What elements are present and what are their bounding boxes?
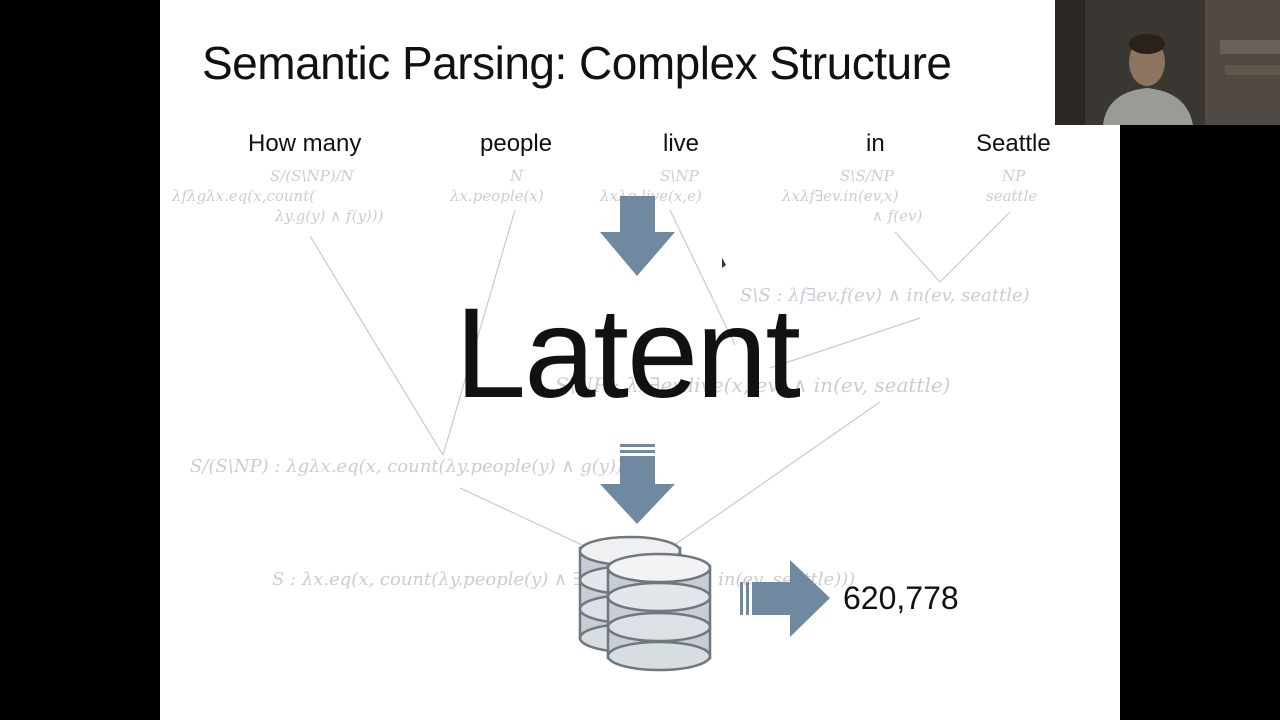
word-in: in [866, 130, 885, 157]
lexicon-seattle-semantics: seattle [986, 187, 1038, 205]
tree-line [894, 231, 941, 283]
database-icon [578, 535, 712, 672]
word-live: live [663, 130, 700, 157]
lexicon-in-semantics-cont: ∧ f(ev) [872, 207, 923, 225]
lexicon-how-many-category: S/(S\NP)/N [270, 167, 354, 185]
derivation-step-3: S/(S\NP) : λgλx.eq(x, count(λy.people(y)… [190, 456, 631, 477]
webcam-overlay [1055, 0, 1280, 125]
webcam-image [1055, 0, 1280, 125]
down-arrow-icon [600, 196, 675, 276]
derivation-step-1: S\S : λf∃ev.f(ev) ∧ in(ev, seattle) [740, 285, 1030, 306]
derivation-step-2: S\NP : λx∃ev.live(x, ev) ∧ in(ev, seattl… [555, 373, 951, 397]
slide-title: Semantic Parsing: Complex Structure [202, 37, 952, 89]
lexicon-seattle-category: NP [1002, 167, 1026, 185]
mouse-cursor-icon [722, 258, 726, 268]
slide: Semantic Parsing: Complex Structure How … [160, 0, 1120, 720]
down-arrow-icon [600, 444, 675, 524]
lexicon-people-category: N [510, 167, 524, 185]
slide-graphics [309, 196, 1011, 672]
lexicon-how-many-semantics-cont: λy.g(y) ∧ f(y))) [275, 207, 384, 225]
word-people: people [480, 130, 553, 157]
answer-value: 620,778 [843, 580, 959, 616]
lexicon-how-many-semantics: λfλgλx.eq(x,count( [172, 187, 316, 205]
word-how-many: How many [248, 130, 362, 157]
lexicon-live-category: S\NP [660, 167, 699, 185]
tree-line [669, 209, 736, 346]
lexicon-in-category: S\S/NP [840, 167, 894, 185]
tree-line [309, 235, 444, 456]
lexicon-people-semantics: λx.people(x) [450, 187, 544, 205]
word-seattle: Seattle [976, 130, 1051, 157]
lexicon-in-semantics: λxλf∃ev.in(ev,x) [782, 187, 899, 205]
right-arrow-icon [740, 560, 830, 637]
latent-label: Latent [455, 282, 801, 425]
person-shirt [1103, 88, 1193, 125]
tree-line [939, 211, 1011, 283]
tree-line [769, 317, 921, 369]
derivation-tree-lines [309, 209, 1011, 559]
tree-line [669, 401, 881, 549]
tree-line [442, 209, 516, 456]
